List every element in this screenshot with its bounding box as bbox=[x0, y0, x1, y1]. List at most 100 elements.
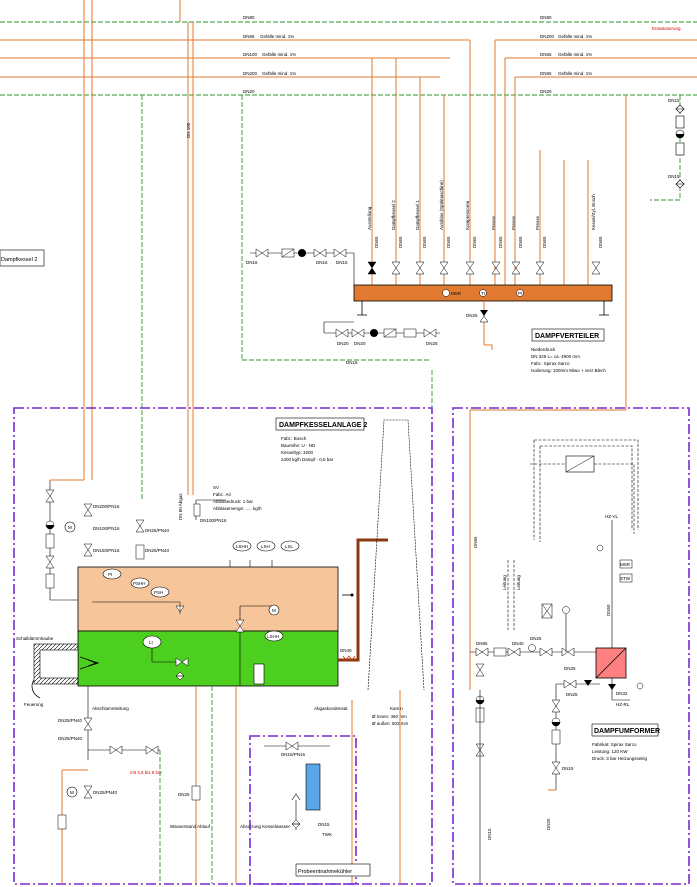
boiler-dn25: DN25 bbox=[178, 792, 190, 797]
pipe-label-dn20: DN20 bbox=[243, 89, 255, 94]
bottom-left-dn-1: DN25/PN40 bbox=[58, 736, 83, 741]
distributor-dn20-a: DN20 bbox=[337, 341, 349, 346]
converter-dn15-vertical: DN15 bbox=[487, 828, 492, 840]
blowdown-salt-label: Absalzung Kesselwasser bbox=[240, 824, 291, 829]
right-drain-stack: DN15 DN15 bbox=[668, 98, 685, 189]
converter-dn25-b: DN25 bbox=[564, 666, 576, 671]
chimney-assembly: DN40 Kamin Ø Innen: 460 mm Ø außen: 503 … bbox=[338, 419, 425, 726]
left-feed-dn-3: DN25/PN40 bbox=[145, 528, 170, 533]
consumer-valves bbox=[367, 261, 601, 275]
sample-cooler-vessel bbox=[305, 763, 321, 811]
header-pipes bbox=[0, 0, 697, 690]
pi-gauge-icon bbox=[102, 568, 122, 580]
chimney-spec-0: Ø Innen: 460 mm bbox=[372, 714, 407, 719]
converter-dn25-c: DN25 bbox=[566, 692, 578, 697]
converter-dn50: DN50 bbox=[606, 604, 611, 616]
distributor-title-box bbox=[531, 328, 605, 342]
sv-spec-0: Fabr.: Ari bbox=[213, 492, 231, 497]
consumer-valve-icon bbox=[367, 261, 377, 275]
consumer-label: Kessel/Zyl. Bosch bbox=[591, 194, 596, 230]
boiler-title-box bbox=[275, 417, 365, 431]
dampfkessel2-label: Dampfkessel 2 bbox=[1, 257, 37, 263]
consumer-dn-label: DN65 bbox=[374, 236, 379, 248]
distributor-spec-3: Isolierung: 100mm Miwo + verz.Blech bbox=[531, 368, 606, 373]
sv-vertical-label: DN 80 Abgas bbox=[178, 493, 183, 520]
lshh-level-gauge-icon bbox=[264, 630, 284, 642]
svg-text:M: M bbox=[68, 525, 72, 530]
svg-text:M: M bbox=[272, 608, 276, 613]
msr-gauge-icon bbox=[442, 289, 450, 297]
water-level-drain-label: Wasserstand Ablauf bbox=[170, 824, 211, 829]
consumer-dn-label: DN65 bbox=[398, 236, 403, 248]
consumer-dn-label: DN65 bbox=[446, 236, 451, 248]
pipe-label-slope-1: Gefälle mind. 1% bbox=[260, 34, 294, 39]
pump-motor-icon bbox=[66, 786, 78, 798]
motor-icon bbox=[268, 604, 280, 616]
boiler-spec-2: Kesseltyp: 3200 bbox=[281, 450, 314, 455]
converter-line-label-1: Leitung bbox=[502, 575, 507, 590]
distributor-dn16-d: DN16 bbox=[346, 360, 358, 365]
consumer-valve-icon bbox=[491, 261, 501, 275]
distributor-dn25: DN25 bbox=[466, 313, 478, 318]
blowdown-note: mit 4,5 bis 8 bar bbox=[130, 770, 163, 775]
sample-cooler-dn15-pn16: DN15/PN16 bbox=[281, 752, 306, 757]
distributor-outlet-row: DN20 DN20 DN25 DN16 bbox=[323, 321, 440, 365]
header-pipe-labels: DN80 DN65 Gefälle mind. 1% DN100 Gefälle… bbox=[186, 15, 681, 138]
converter-dn25-vertical: DN25 bbox=[546, 818, 551, 830]
converter-dn25-a: DN25 bbox=[530, 636, 542, 641]
converter-spec-1: Leistung: 120 KW bbox=[592, 749, 628, 754]
distributor-spec-0: Niederdruck bbox=[531, 347, 556, 352]
pipe-label-dn200: DN200 bbox=[243, 71, 258, 76]
sample-cooler-dn15: DN15 bbox=[318, 822, 330, 827]
bottom-left-drains: DN25/PN40 DN25/PN40 mit 4,5 bis 8 bar Ab… bbox=[57, 686, 401, 884]
boiler-inner-gauge-pi: PI bbox=[108, 572, 112, 577]
consumer-valve-icon bbox=[439, 261, 449, 275]
consumer-valve-icon bbox=[511, 261, 521, 275]
lshh-gauge-icon bbox=[232, 540, 252, 552]
distributor-inlet-row: DN16 DN16 DN16 bbox=[246, 248, 355, 285]
svg-text:M: M bbox=[70, 790, 74, 795]
boiler-spec-1: Baureihe: U - ND bbox=[281, 443, 316, 448]
boiler-gauge-lsl: LSL bbox=[285, 544, 294, 549]
pipe-label-right-slope-1: Gefälle mind. 1% bbox=[558, 34, 592, 39]
sample-cooler-boundary bbox=[249, 735, 357, 885]
sv-dn: DN100/PN16 bbox=[200, 518, 227, 523]
distributor-spec-1: DN 325 L= ca. 4900 mm bbox=[531, 354, 580, 359]
distributor-title: DAMPFVERTEILER bbox=[535, 333, 599, 340]
pipe-label-right-slope-3: Gefälle mind. 1% bbox=[558, 71, 592, 76]
consumer-dn-label: DN65 bbox=[472, 236, 477, 248]
left-feed-dn-0: DN200/PN16 bbox=[93, 504, 120, 509]
consumer-valve-icon bbox=[465, 261, 475, 275]
consumer-label: Dampfkessel 2 bbox=[391, 200, 396, 230]
right-drain-dn15-a: DN15 bbox=[668, 98, 680, 103]
converter-dn65-vertical: DN65 bbox=[473, 536, 478, 548]
chimney-label: Kamin bbox=[390, 706, 403, 711]
converter-line-label-2: Leitung bbox=[516, 575, 521, 590]
pressure-gauge-icon bbox=[516, 289, 524, 297]
consumer-label: Presse bbox=[491, 215, 496, 230]
converter-dn32: DN32 bbox=[616, 691, 628, 696]
heat-exchanger: HZ-VL MSR STW DN50 DN32 HZ-RL bbox=[595, 514, 644, 707]
boiler-gauge-lshh: LSHH bbox=[236, 544, 248, 549]
sample-cooler-twk: TWK bbox=[322, 832, 332, 837]
consumer-label: Dampfkessel 1 bbox=[415, 200, 420, 230]
consumer-valve-icon bbox=[591, 261, 601, 275]
boiler-inner-gauge-psh: PSH bbox=[154, 590, 163, 595]
converter-hz-vl: HZ-VL bbox=[605, 514, 618, 519]
consumer-dn-label: DN65 bbox=[498, 236, 503, 248]
lsh-gauge-icon bbox=[256, 540, 276, 552]
consumer-valve-icon bbox=[391, 261, 401, 275]
converter-left-stack: DN65 DN15 DN25 bbox=[473, 536, 551, 884]
consumer-valve-icon bbox=[415, 261, 425, 275]
left-feed-stack: M DN200/PN16 DN100/PN16 DN150/PN16 DN25/… bbox=[45, 479, 170, 601]
bottom-left-dn-0: DN25/PN40 bbox=[58, 718, 83, 723]
pipe-label-slope-2: Gefälle mind. 1% bbox=[262, 52, 296, 57]
pipe-label-right-slope-2: Gefälle mind. 1% bbox=[558, 52, 592, 57]
lsl-gauge-icon bbox=[280, 540, 300, 552]
burner-assembly: Schalldämmhaube Feuerung bbox=[16, 636, 100, 707]
exhaust-dn400: DN40 bbox=[340, 648, 352, 653]
left-feed-dn-1: DN100/PN16 bbox=[93, 526, 120, 531]
converter-control-lines: Leitung Leitung bbox=[502, 439, 639, 630]
pipe-label-dn80: DN80 bbox=[243, 15, 255, 20]
